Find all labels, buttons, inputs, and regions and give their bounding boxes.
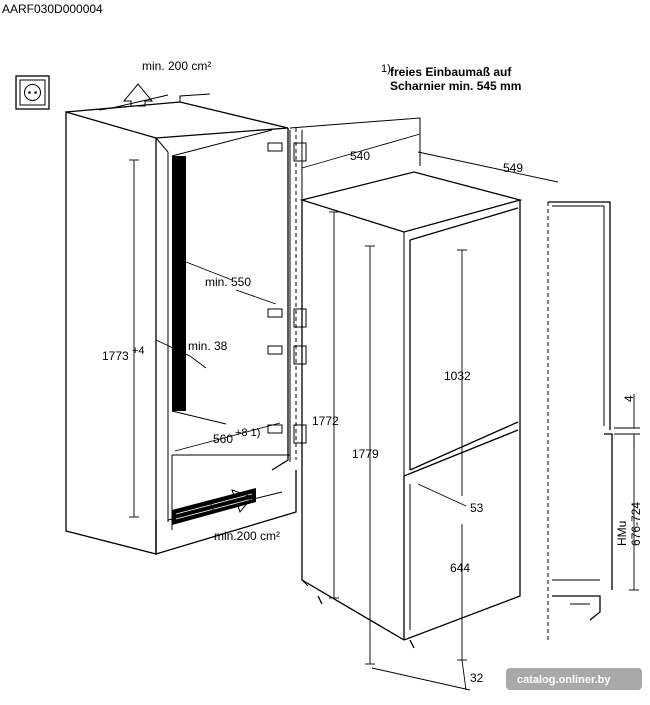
gap-53-label: 53 <box>470 501 484 515</box>
depth-549-label: 549 <box>503 161 523 175</box>
vent-top-label: min. 200 cm² <box>142 59 211 73</box>
niche-height-label: 1773 <box>102 349 129 363</box>
width-540-label: 540 <box>350 149 370 163</box>
note-line-2: Scharnier min. 545 mm <box>390 79 521 93</box>
hmu-range-label: 676-724 <box>629 502 643 546</box>
min-gap-label: min. 38 <box>188 339 228 353</box>
side-4-label: 4 <box>622 395 636 402</box>
niche-height-tolerance: +4 <box>132 345 145 357</box>
vent-up-arrow-icon <box>122 83 154 107</box>
hmu-label: HMu <box>615 521 629 546</box>
niche-depth-label: min. 550 <box>205 275 251 289</box>
door-swing-outline <box>289 117 421 462</box>
niche-width-label: 560 <box>213 432 233 446</box>
niche-cabinet <box>65 93 297 555</box>
appliance-body <box>299 171 523 649</box>
note-superscript: 1) <box>381 63 391 75</box>
watermark: catalog.onliner.by <box>506 668 642 690</box>
niche-width-tolerance: +8 1) <box>235 427 260 439</box>
height-1772-label: 1772 <box>312 414 339 428</box>
watermark-text: catalog.onliner.by <box>517 674 611 686</box>
freezer-door-label: 644 <box>450 561 470 575</box>
fridge-door-label: 1032 <box>444 369 471 383</box>
bottom-32-label: 32 <box>470 671 484 685</box>
diagram-code: AARF030D000004 <box>2 2 103 16</box>
note-line-1: freies Einbaumaß auf <box>390 65 512 79</box>
vent-bottom-label: min.200 cm² <box>214 529 280 543</box>
vent-bottom-arrow-icon <box>209 489 253 514</box>
height-1779-label: 1779 <box>352 447 379 461</box>
side-profile <box>547 201 613 640</box>
wall-socket-icon <box>15 75 50 110</box>
